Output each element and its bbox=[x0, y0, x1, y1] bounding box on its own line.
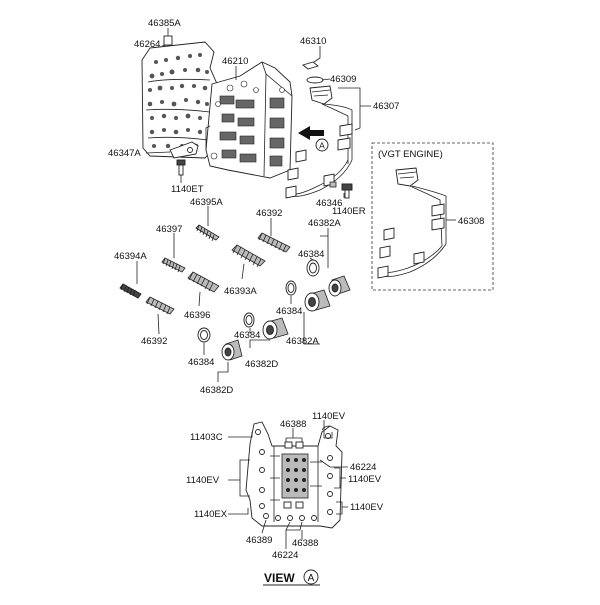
bolt-1140ET bbox=[176, 159, 186, 176]
label-46310: 46310 bbox=[300, 36, 326, 47]
label-46308: 46308 bbox=[458, 216, 484, 227]
label-46210: 46210 bbox=[222, 56, 248, 67]
label-vgt-engine: (VGT ENGINE) bbox=[378, 149, 443, 160]
label-view-46224-bottom: 46224 bbox=[272, 550, 298, 561]
label-46384-a: 46384 bbox=[298, 249, 324, 260]
label-view-1140EV-top: 1140EV bbox=[312, 411, 346, 422]
label-view-46388-top: 46388 bbox=[280, 419, 306, 430]
spring-46396 bbox=[187, 271, 220, 293]
label-46392-top: 46392 bbox=[256, 208, 282, 219]
ring-46384-d bbox=[197, 327, 211, 343]
label-46394A: 46394A bbox=[114, 251, 147, 262]
view-a-plate bbox=[245, 421, 343, 529]
label-46384-c: 46384 bbox=[234, 330, 260, 341]
view-title-text: VIEW bbox=[264, 571, 295, 585]
vgt-engine-box bbox=[371, 142, 494, 291]
label-46395A: 46395A bbox=[190, 197, 223, 208]
ring-46384-a bbox=[306, 259, 320, 277]
valve-body bbox=[205, 61, 293, 179]
bracket-46347A bbox=[169, 141, 199, 159]
label-46382D-mid: 46382D bbox=[245, 359, 278, 370]
label-view-11403C: 11403C bbox=[190, 432, 223, 443]
sleeve-46382D-mid bbox=[262, 317, 289, 340]
label-46385A-top: 46385A bbox=[148, 18, 181, 29]
label-view-1140EV-right1: 1140EV bbox=[348, 474, 382, 485]
label-46309: 46309 bbox=[330, 74, 356, 85]
label-view-46224-top: 46224 bbox=[350, 462, 376, 473]
ring-46384-c bbox=[243, 312, 255, 328]
bolt-1140ER bbox=[329, 181, 337, 188]
label-view-1140EV-left: 1140EV bbox=[186, 475, 220, 486]
sleeve-46382D-bottom bbox=[221, 339, 243, 361]
view-arrow bbox=[298, 126, 324, 140]
spring-46394A bbox=[119, 283, 142, 299]
label-46264: 46264 bbox=[134, 39, 160, 50]
label-view-1140EX: 1140EX bbox=[194, 509, 228, 520]
label-46382A-bottom: 46382A bbox=[286, 336, 319, 347]
part-labels: 46385A 46264 46210 46310 46309 46307 463… bbox=[108, 18, 484, 561]
ring-46384-b bbox=[285, 280, 297, 296]
label-1140ER: 1140ER bbox=[332, 206, 366, 217]
wiring-harness-46307 bbox=[285, 85, 353, 199]
label-46382D-bottom: 46382D bbox=[200, 385, 233, 396]
label-view-46388-bottom: 46388 bbox=[292, 538, 318, 549]
spring-46392-bottom bbox=[145, 296, 175, 315]
label-46347A: 46347A bbox=[108, 148, 141, 159]
spring-46392-top bbox=[257, 232, 291, 253]
leader-lines bbox=[136, 28, 456, 382]
spring-46397 bbox=[161, 257, 186, 273]
label-46396: 46396 bbox=[184, 310, 210, 321]
label-46307: 46307 bbox=[373, 101, 399, 112]
sleeve-46382A-bottom bbox=[304, 289, 331, 312]
label-view-46389: 46389 bbox=[246, 535, 272, 546]
label-1140ET: 1140ET bbox=[171, 184, 204, 195]
spring-46395A bbox=[195, 224, 220, 242]
callout-a-top: A bbox=[315, 138, 329, 152]
bolt-46346 bbox=[341, 183, 353, 199]
label-46397: 46397 bbox=[156, 224, 182, 235]
label-46393A: 46393A bbox=[224, 286, 257, 297]
label-46384-b: 46384 bbox=[276, 306, 302, 317]
view-a-leader-lines bbox=[228, 420, 348, 549]
separator-plate bbox=[141, 35, 219, 159]
callout-a-letter: A bbox=[319, 141, 325, 151]
view-a-title: VIEW A bbox=[263, 569, 320, 586]
label-46382A-top: 46382A bbox=[308, 218, 341, 229]
label-view-1140EV-right2: 1140EV bbox=[350, 502, 384, 513]
label-46346: 46346 bbox=[316, 198, 342, 209]
sleeve-46382A-top bbox=[328, 275, 351, 297]
oring-46309 bbox=[306, 76, 324, 84]
clip-46310 bbox=[302, 61, 319, 70]
view-title-circle-letter: A bbox=[308, 573, 315, 584]
label-46384-d: 46384 bbox=[188, 357, 214, 368]
spring-46393A bbox=[231, 244, 266, 268]
label-46392-bottom: 46392 bbox=[141, 336, 167, 347]
